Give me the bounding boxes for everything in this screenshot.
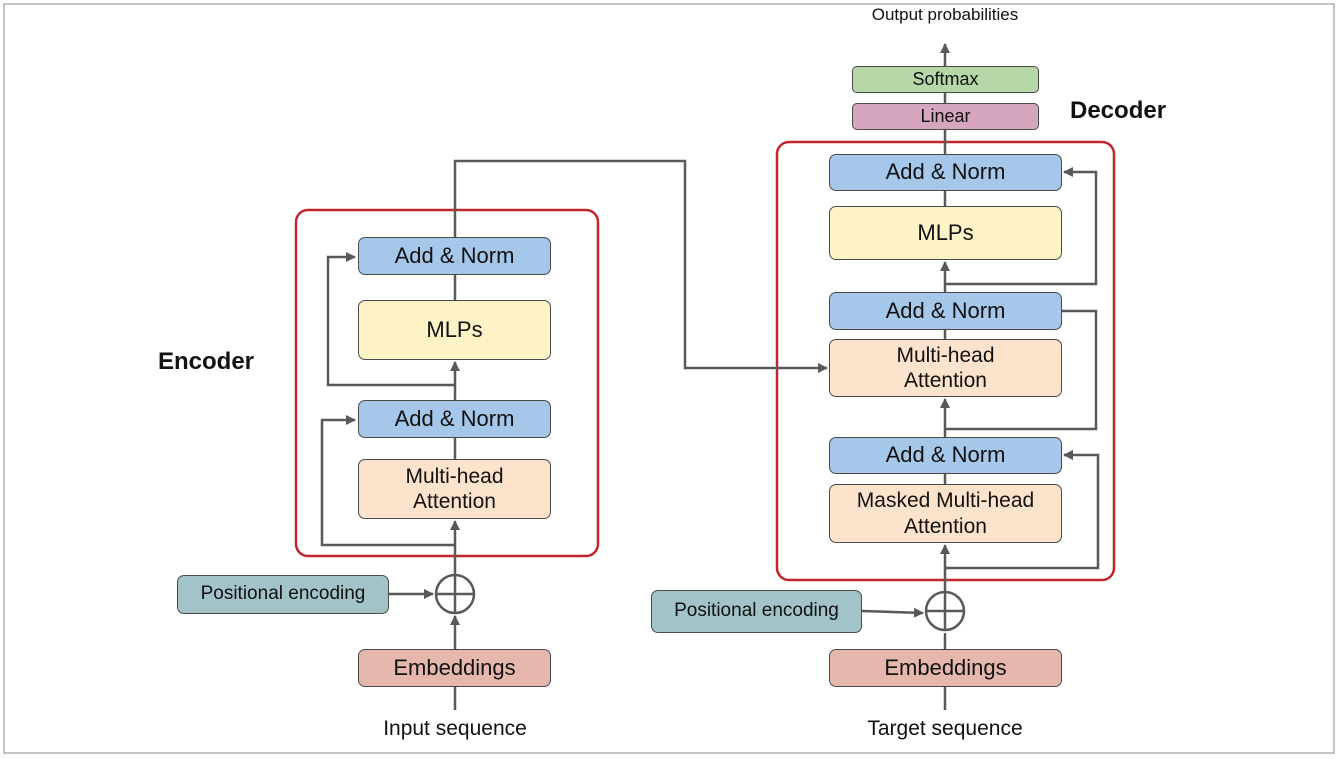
softmax-layer: Softmax xyxy=(852,66,1039,93)
decoder-embeddings: Embeddings xyxy=(829,649,1062,687)
encoder-attention-line2: Attention xyxy=(413,490,496,513)
decoder-add-norm-middle: Add & Norm xyxy=(829,292,1062,330)
encoder-embeddings: Embeddings xyxy=(358,649,551,687)
decoder-cross-attention: Multi-head Attention xyxy=(829,339,1062,397)
output-probabilities-label: Output probabilities xyxy=(871,5,1019,24)
decoder-title: Decoder xyxy=(1070,97,1167,124)
decoder-positional-encoding: Positional encoding xyxy=(651,590,862,633)
encoder-attention-line1: Multi-head xyxy=(405,464,504,488)
linear-layer: Linear xyxy=(852,103,1039,130)
decoder-masked-attention-line2: Attention xyxy=(904,514,987,538)
dec-posenc-to-sum xyxy=(861,607,924,618)
decoder-masked-attention-line1: Masked Multi-head xyxy=(856,489,1035,513)
decoder-add-norm-top: Add & Norm xyxy=(829,154,1062,191)
input-sequence-label: Input sequence xyxy=(383,717,527,740)
decoder-mlps: MLPs xyxy=(829,206,1062,260)
dec-residual-2 xyxy=(945,309,1098,431)
figure-frame xyxy=(3,3,1335,754)
encoder-add-norm-top: Add & Norm xyxy=(358,237,551,275)
encoder-multi-head-attention: Multi-head Attention xyxy=(358,459,551,519)
enc-residual-1 xyxy=(320,415,455,547)
decoder-add-norm-bottom: Add & Norm xyxy=(829,437,1062,474)
decoder-cross-attention-line1: Multi-head xyxy=(896,343,995,367)
encoder-positional-encoding: Positional encoding xyxy=(177,575,389,614)
decoder-masked-attention: Masked Multi-head Attention xyxy=(829,484,1062,543)
encoder-block-outline xyxy=(294,208,600,558)
decoder-cross-attention-line2: Attention xyxy=(904,369,987,392)
encoder-title: Encoder xyxy=(158,348,255,375)
enc-residual-2 xyxy=(326,252,455,387)
dec-residual-3 xyxy=(945,167,1098,286)
encoder-mlps: MLPs xyxy=(358,300,551,360)
enc-to-decoder-link xyxy=(453,159,828,373)
dec-residual-1 xyxy=(945,450,1100,570)
encoder-add-norm-bottom: Add & Norm xyxy=(358,400,551,438)
target-sequence-label: Target sequence xyxy=(867,717,1023,740)
